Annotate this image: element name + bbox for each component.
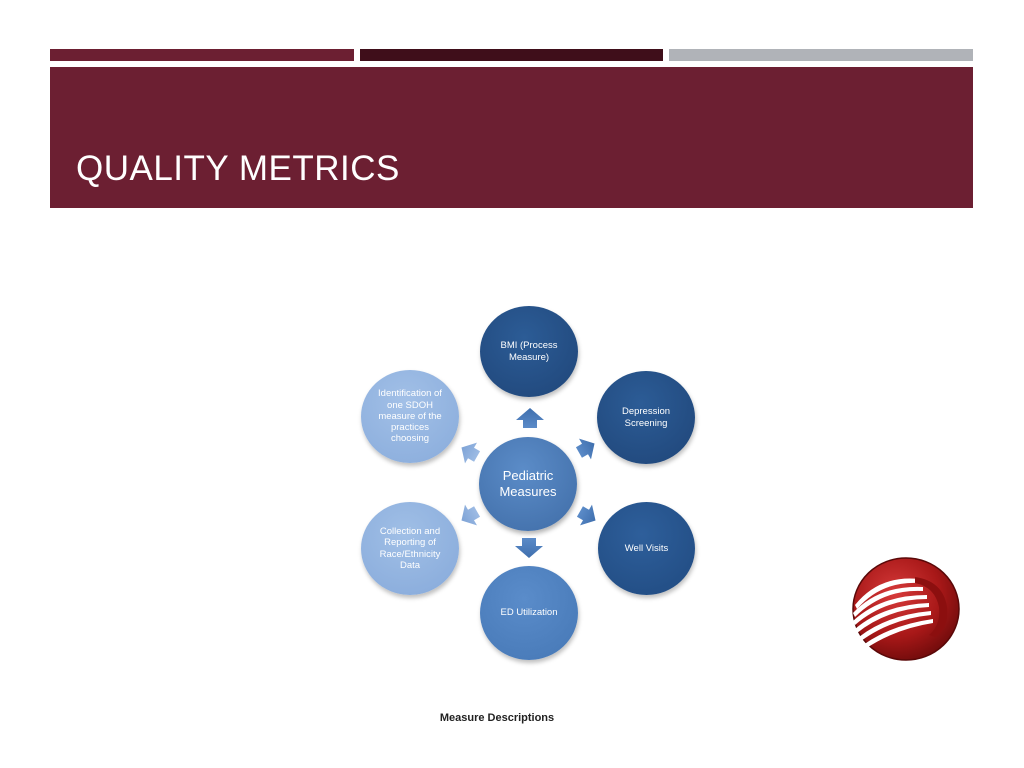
center-node-pediatric-measures: Pediatric Measures xyxy=(479,437,577,531)
measure-descriptions-link[interactable]: Measure Descriptions xyxy=(0,712,994,724)
top-accent-bar-3 xyxy=(669,49,973,61)
arrow-to-race-ethnicity xyxy=(461,504,481,526)
top-accent-bar-2 xyxy=(360,49,663,61)
node-bmi-label: BMI (Process Measure) xyxy=(500,340,558,363)
arrow-to-bmi xyxy=(516,408,544,428)
arrow-to-ed-utilization xyxy=(515,538,543,558)
node-depression-screening: Depression Screening xyxy=(597,371,695,464)
top-accent-bar-1 xyxy=(50,49,354,61)
node-bmi: BMI (Process Measure) xyxy=(480,306,578,397)
slide-title: QUALITY METRICS xyxy=(76,149,400,188)
arrow-to-depression xyxy=(575,438,595,460)
node-ed-utilization: ED Utilization xyxy=(480,566,578,660)
center-node-label: Pediatric Measures xyxy=(499,467,557,499)
node-ed-utilization-label: ED Utilization xyxy=(500,607,558,619)
arrow-to-sdoh xyxy=(461,442,481,464)
title-band: QUALITY METRICS xyxy=(50,67,973,208)
node-race-ethnicity: Collection and Reporting of Race/Ethnici… xyxy=(361,502,459,595)
organization-logo-icon xyxy=(852,557,960,661)
node-sdoh: Identification of one SDOH measure of th… xyxy=(361,370,459,463)
measure-descriptions-label[interactable]: Measure Descriptions xyxy=(439,712,555,724)
node-well-visits: Well Visits xyxy=(598,502,695,595)
node-sdoh-label: Identification of one SDOH measure of th… xyxy=(378,388,442,445)
arrow-to-well-visits xyxy=(576,504,596,526)
node-race-ethnicity-label: Collection and Reporting of Race/Ethnici… xyxy=(379,526,441,571)
node-depression-label: Depression Screening xyxy=(621,406,671,429)
node-well-visits-label: Well Visits xyxy=(624,542,669,554)
